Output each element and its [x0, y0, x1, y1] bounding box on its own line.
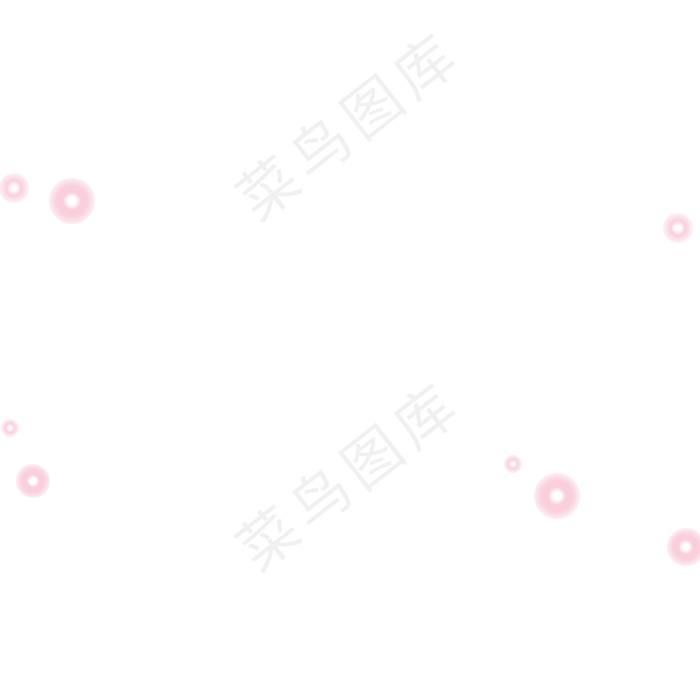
bokeh-orb	[16, 464, 50, 498]
bokeh-orb	[0, 173, 29, 203]
bokeh-orb	[504, 455, 522, 473]
bokeh-orb	[1, 419, 19, 437]
bokeh-orb	[49, 178, 95, 224]
watermark-text: 菜鸟图库	[225, 367, 476, 585]
bokeh-orb	[663, 213, 693, 243]
watermark-text: 菜鸟图库	[225, 17, 476, 235]
bokeh-orb	[534, 473, 580, 519]
bokeh-orb	[667, 528, 700, 566]
